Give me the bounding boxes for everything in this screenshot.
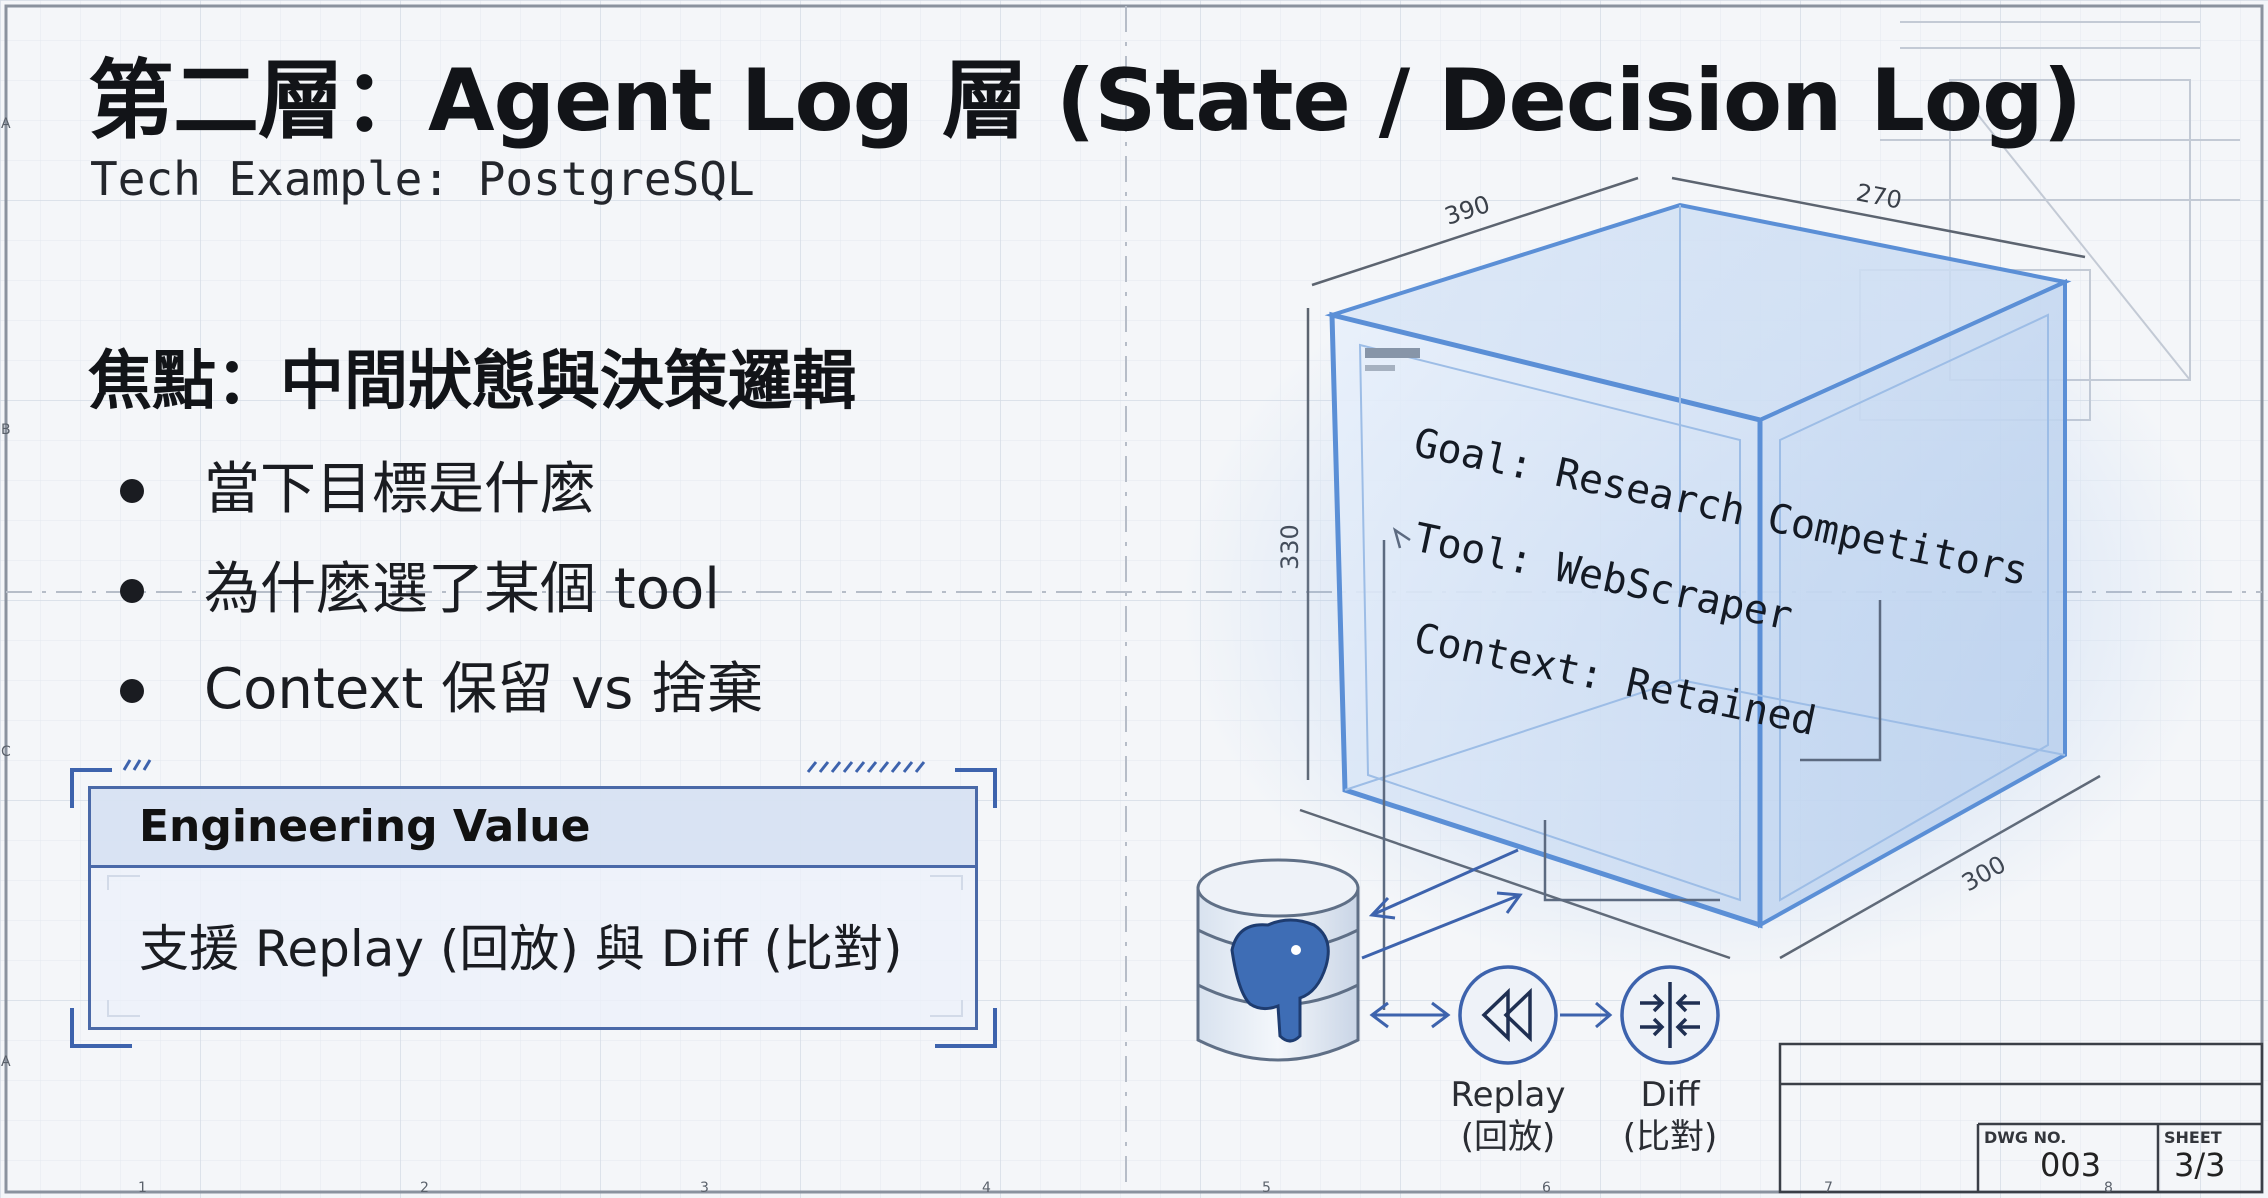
bullet-dot-icon	[120, 579, 144, 603]
dwg-no-value: 003	[2040, 1146, 2102, 1184]
svg-text:7: 7	[1824, 1180, 1833, 1196]
svg-text:2: 2	[420, 1180, 429, 1196]
engineering-value-body: 支援 Replay (回放) 與 Diff (比對)	[139, 920, 903, 978]
replay-label-line2: (回放)	[1460, 1117, 1556, 1157]
engineering-value-box: Engineering Value 支援 Replay (回放) 與 Diff …	[88, 786, 978, 1030]
sheet-label: SHEET	[2164, 1128, 2222, 1147]
engineering-value-heading: Engineering Value	[91, 789, 975, 868]
page-subtitle: Tech Example: PostgreSQL	[90, 152, 755, 206]
svg-text:3: 3	[700, 1180, 709, 1196]
svg-text:8: 8	[2104, 1180, 2113, 1196]
border-marks: 1 2 3 4 5 6 7 8 A B C A	[1, 116, 2113, 1196]
replay-label: Replay (回放)	[1408, 1074, 1608, 1158]
sync-arrows	[1361, 848, 1613, 1029]
postgresql-elephant-icon	[1230, 918, 1330, 1043]
title-block-frame	[1778, 1042, 2264, 1194]
svg-text:A: A	[1, 1054, 11, 1070]
svg-text:5: 5	[1262, 1180, 1271, 1196]
list-item-text: 為什麼選了某個 tool	[204, 557, 720, 622]
list-item-text: 當下目標是什麼	[204, 457, 596, 522]
focus-heading: 焦點：中間狀態與決策邏輯	[88, 345, 856, 419]
diff-compare-icon	[1640, 982, 1700, 1048]
eng-box-brackets	[70, 768, 997, 1048]
svg-text:C: C	[1, 744, 11, 760]
sheet-value: 3/3	[2174, 1146, 2226, 1184]
page-title: 第二層：Agent Log 層 (State / Decision Log)	[88, 51, 2082, 151]
eng-box-hatches	[122, 759, 926, 773]
dwg-no-label: DWG NO.	[1984, 1128, 2067, 1147]
bullet-dot-icon	[120, 679, 144, 703]
svg-text:6: 6	[1542, 1180, 1551, 1196]
diff-label-line1: Diff	[1640, 1075, 1700, 1115]
drawing-frame	[4, 4, 2264, 1194]
list-item-text: Context 保留 vs 捨棄	[204, 657, 764, 722]
postgresql-database-icon	[1196, 858, 1360, 1062]
svg-text:1: 1	[138, 1180, 147, 1196]
bullet-dot-icon	[120, 479, 144, 503]
diff-label-line2: (比對)	[1622, 1117, 1718, 1157]
diff-label: Diff (比對)	[1570, 1074, 1770, 1158]
replay-label-line1: Replay	[1450, 1075, 1566, 1115]
state-log-cube	[1324, 202, 2072, 1010]
replay-button[interactable]	[1458, 965, 1558, 1065]
diff-button[interactable]	[1620, 965, 1720, 1065]
svg-text:A: A	[1, 116, 11, 132]
svg-text:4: 4	[982, 1180, 991, 1196]
svg-text:B: B	[1, 422, 11, 438]
